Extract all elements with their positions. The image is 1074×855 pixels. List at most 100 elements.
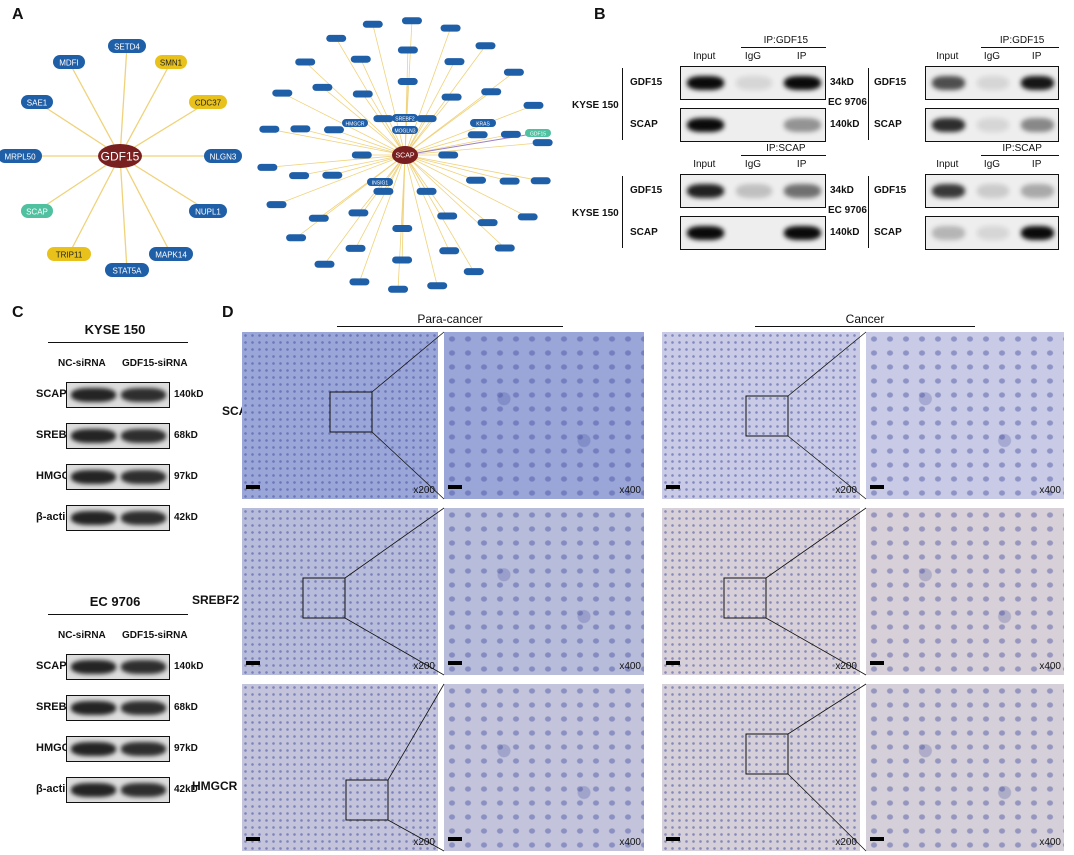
protein-band xyxy=(976,184,1010,198)
scap-key-node xyxy=(525,129,551,137)
lane-label: Input xyxy=(936,159,959,170)
protein-band xyxy=(687,184,724,198)
coip-size-label: 34kD xyxy=(830,77,854,88)
coip-row-label: SCAP xyxy=(630,119,658,130)
coip-bracket xyxy=(622,176,623,248)
gdf15-center-label: GDF15 xyxy=(101,150,140,164)
gdf15-partner-label: NLGN3 xyxy=(210,153,237,162)
magnification-label: x400 xyxy=(1039,661,1061,672)
protein-band xyxy=(71,660,116,674)
coip-size-label: 140kD xyxy=(830,227,860,238)
scap-partner-node xyxy=(503,68,524,76)
lane-label: IgG xyxy=(983,51,1001,62)
ihc-image: x200 xyxy=(662,684,860,851)
ip-rule xyxy=(981,47,1059,48)
scap-partner-node xyxy=(308,214,329,222)
scap-partner-node xyxy=(397,78,418,86)
protein-band xyxy=(71,783,116,797)
gdf15-partner-label: MDFI xyxy=(59,59,79,68)
scap-partner-node xyxy=(352,90,373,98)
scap-partner-node xyxy=(439,247,460,255)
scap-partner-node xyxy=(373,187,394,195)
gdf15-partner-node xyxy=(0,149,42,163)
protein-band xyxy=(784,226,821,240)
protein-band xyxy=(1021,118,1054,132)
blot-row-label: SCAP xyxy=(36,388,67,400)
panel-label-a: A xyxy=(12,6,24,23)
gdf15-partner-node xyxy=(108,39,146,53)
gdf15-partner-node xyxy=(149,247,193,261)
protein-band xyxy=(1021,76,1054,90)
scale-bar xyxy=(870,661,884,665)
ihc-row-label: HMGCR xyxy=(192,779,238,793)
scale-bar xyxy=(448,485,462,489)
coip-bracket xyxy=(868,68,869,140)
protein-band xyxy=(932,184,965,198)
scap-key-node xyxy=(470,119,496,127)
scale-bar xyxy=(246,837,260,841)
protein-band xyxy=(687,226,724,240)
scap-partner-node xyxy=(312,83,333,91)
scap-partner-node xyxy=(494,244,515,252)
scale-bar xyxy=(666,661,680,665)
scap-partner-node xyxy=(286,234,307,242)
scap-key-label: SREBF2 xyxy=(395,116,415,122)
protein-band xyxy=(932,226,965,240)
gdf15-partner-label: CDC37 xyxy=(195,99,222,108)
protein-band xyxy=(687,118,724,132)
cancer-title: Cancer xyxy=(845,312,885,326)
gdf15-partner-label: MAPK14 xyxy=(155,251,187,260)
coip-row-label: SCAP xyxy=(874,227,902,238)
protein-band xyxy=(932,118,965,132)
cell-line-title: KYSE 150 xyxy=(84,322,146,337)
coip-size-label: 140kD xyxy=(830,119,860,130)
scap-partner-node xyxy=(463,268,484,276)
protein-band xyxy=(735,76,773,90)
scap-center-label: SCAP xyxy=(395,153,414,160)
coip-blot xyxy=(925,108,1059,142)
cell-line-title: EC 9706 xyxy=(89,594,141,609)
scap-partner-node xyxy=(467,131,488,139)
western-blot xyxy=(66,777,170,803)
gdf15-partner-node xyxy=(21,95,53,109)
blot-row-label: β-actin xyxy=(36,783,73,795)
scap-partner-node xyxy=(438,151,459,159)
gdf15-partner-node xyxy=(105,263,149,277)
size-label: 97kD xyxy=(174,471,198,482)
scap-partner-node xyxy=(322,171,343,179)
protein-band xyxy=(121,742,166,756)
coip-size-label: 34kD xyxy=(830,185,854,196)
scap-partner-node xyxy=(440,24,461,32)
lane-label: IP xyxy=(796,51,807,62)
lane-label: IP xyxy=(796,159,807,170)
cell-line-kyse: KYSE 150 xyxy=(572,100,619,111)
para-cancer-rule xyxy=(337,326,563,327)
lane-label: NC-siRNA xyxy=(58,630,106,641)
scap-key-node xyxy=(392,114,418,122)
protein-band xyxy=(784,76,821,90)
ip-title: IP:GDF15 xyxy=(999,35,1045,46)
scap-partner-node xyxy=(349,278,370,286)
coip-row-label: SCAP xyxy=(874,119,902,130)
scap-key-label: MOGLN3 xyxy=(394,128,415,134)
scap-partner-node xyxy=(477,219,498,227)
magnification-label: x200 xyxy=(413,485,435,496)
scap-partner-node xyxy=(392,256,413,264)
western-blot xyxy=(66,654,170,680)
western-blot xyxy=(66,423,170,449)
ihc-image: x400 xyxy=(444,508,644,675)
protein-band xyxy=(121,660,166,674)
gdf15-partner-node xyxy=(53,55,85,69)
coip-row-label: GDF15 xyxy=(874,77,907,88)
gdf15-partner-label: SMN1 xyxy=(160,59,183,68)
gdf15-partner-node xyxy=(21,204,53,218)
scap-partner-node xyxy=(481,88,502,96)
ihc-image: x400 xyxy=(866,508,1064,675)
scap-key-node xyxy=(392,126,418,134)
western-blot xyxy=(66,382,170,408)
scap-partner-node xyxy=(532,139,553,147)
lane-label: Input xyxy=(936,51,959,62)
scap-partner-node xyxy=(314,260,335,268)
lane-label: NC-siRNA xyxy=(58,358,106,369)
